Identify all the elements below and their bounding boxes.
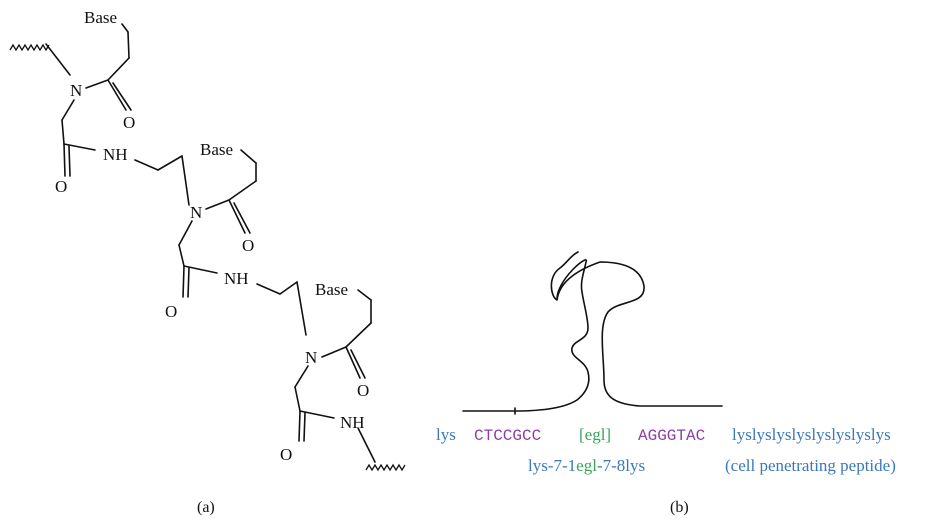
bond <box>298 410 301 442</box>
construct-name-part-3: -7-8lys <box>597 456 645 475</box>
atom-base: Base <box>84 8 117 27</box>
atom-nitrogen: N <box>305 348 317 367</box>
sequence-left: CTCCGCC <box>474 427 541 445</box>
lys-chain-label: lyslyslyslyslyslyslyslys <box>732 425 891 444</box>
atom-amide: NH <box>340 413 365 432</box>
bond <box>127 31 130 59</box>
wavy-terminus-top <box>9 43 50 52</box>
atom-oxygen: O <box>123 113 135 132</box>
bond <box>205 199 230 210</box>
atom-oxygen: O <box>357 381 369 400</box>
bond <box>68 145 71 177</box>
bond <box>107 79 127 111</box>
atom-amide: NH <box>224 269 249 288</box>
bond <box>228 199 246 234</box>
panel-b-caption: (b) <box>670 499 689 516</box>
bond <box>63 143 66 177</box>
bond <box>233 202 251 234</box>
wavy-terminus-bottom <box>365 463 406 472</box>
atom-nitrogen: N <box>190 203 202 222</box>
bond <box>303 412 306 442</box>
bond <box>357 427 376 463</box>
bond <box>294 386 301 412</box>
bond <box>321 346 347 358</box>
bond <box>279 281 298 295</box>
bond <box>187 267 190 298</box>
construct-name-part-2: egl <box>576 456 597 475</box>
panel-b-hairpin: lys CTCCGCC [egl] AGGGTAC lyslyslyslysly… <box>436 251 896 516</box>
bond <box>134 159 159 171</box>
atom-oxygen: O <box>242 236 254 255</box>
bond <box>112 82 132 111</box>
panel-a-structure: Base N O NH O Base N O NH O <box>9 8 406 516</box>
cpp-label: (cell penetrating peptide) <box>725 456 896 475</box>
atom-amide: NH <box>103 145 128 164</box>
atom-nitrogen: N <box>70 81 82 100</box>
bond <box>157 155 183 171</box>
egl-label: [egl] <box>579 425 611 444</box>
atom-oxygen: O <box>165 302 177 321</box>
lys-label: lys <box>436 425 456 444</box>
sequence-right: AGGGTAC <box>638 427 705 445</box>
bond <box>63 143 96 151</box>
bond <box>228 180 257 201</box>
bond <box>45 43 71 76</box>
bond <box>178 220 193 246</box>
atom-base: Base <box>315 280 348 299</box>
bond <box>181 155 190 206</box>
bond <box>61 119 65 145</box>
bond <box>345 346 361 379</box>
atom-base: Base <box>200 140 233 159</box>
atom-oxygen: O <box>280 445 292 464</box>
bond <box>182 265 185 298</box>
bond <box>121 23 129 33</box>
bond <box>61 99 75 121</box>
bond <box>256 283 281 295</box>
bond <box>299 410 335 419</box>
bond <box>183 265 218 274</box>
bond <box>85 79 109 89</box>
bond <box>294 365 309 388</box>
construct-name: lys-7-1egl-7-8lys <box>528 456 645 475</box>
panel-a-caption: (a) <box>197 499 215 516</box>
bond <box>357 289 372 301</box>
bond <box>296 281 307 336</box>
bond <box>345 322 372 348</box>
bond <box>240 149 257 164</box>
bond <box>107 57 130 81</box>
hairpin-strand <box>462 251 723 412</box>
atom-oxygen: O <box>55 177 67 196</box>
construct-name-part-1: lys-7-1 <box>528 456 576 475</box>
bond <box>350 349 366 379</box>
bond <box>178 244 185 267</box>
